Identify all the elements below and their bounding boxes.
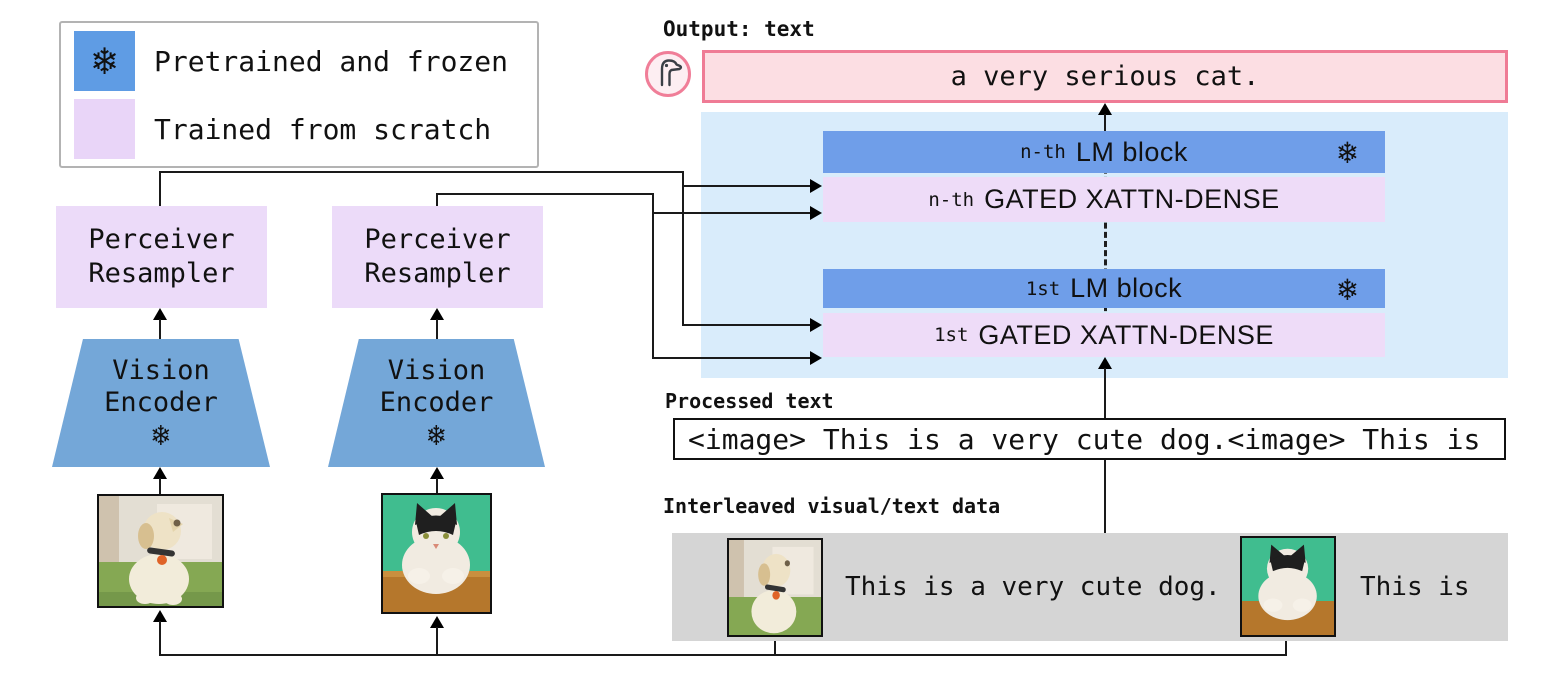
dog-photo [97,494,224,608]
rail-b-branch-bottom [652,357,810,359]
arrowhead-first-xattn-lower [810,351,822,365]
connector-inline-dog-down [774,641,776,655]
cat-photo-inline-art [1242,538,1334,635]
connector-cat-ve2 [436,478,438,493]
output-text: a very serious cat. [950,61,1260,92]
connector-inline-cat-down [1285,641,1287,655]
interleaved-label: Interleaved visual/text data [663,494,1001,518]
connector-dog-photo [159,621,161,655]
processed-text-label: Processed text [665,389,834,413]
vision-encoder-2: Vision Encoder ❄ [328,339,545,467]
interleaved-text-after-dog: This is a very cute dog. [845,572,1221,602]
connector-lm-to-output [1104,114,1106,131]
rail-b-branch-top [652,212,810,214]
first-xattn-prefix: 1st [934,324,969,346]
vision-encoder-label: Vision Encoder [379,355,494,418]
rail-a-up [159,172,161,206]
connector-ve1-pr1 [159,319,161,339]
snowflake-icon: ❄ [1337,269,1357,308]
output-label: Output: text [663,17,815,41]
dog-photo-art [99,496,222,606]
rail-b-vertical [652,193,654,358]
legend-scratch-label: Trained from scratch [154,112,492,146]
arrowhead-nth-xattn-lower [810,206,822,220]
processed-text-content: <image> This is a very cute dog.<image> … [688,422,1481,456]
rail-a-branch-top [682,185,810,187]
vision-encoder-1: Vision Encoder ❄ [52,339,270,467]
arrowhead-into-dog-photo [153,610,167,622]
perceiver-resampler-2: Perceiver Resampler [332,206,543,308]
bottom-routing-line [159,654,1287,656]
arrowhead-ve1-to-pr1 [153,308,167,320]
first-lm-label: LM block [1070,273,1183,303]
processed-text-box: <image> This is a very cute dog.<image> … [673,418,1506,460]
legend-scratch-swatch [74,99,135,159]
nth-xattn-label: GATED XATTN-DENSE [984,184,1280,214]
nth-lm-block: n-th LM block ❄ [823,131,1385,173]
perceiver-resampler-1: Perceiver Resampler [56,206,267,308]
dog-photo-inline-art [729,540,821,635]
rail-b-horizontal [436,193,654,195]
connector-ve2-pr2 [436,319,438,339]
first-xattn-label: GATED XATTN-DENSE [978,319,1274,350]
nth-xattn-prefix: n-th [928,188,975,211]
nth-gated-xattn-dense: n-th GATED XATTN-DENSE [823,177,1385,222]
lm-stack-dashed-connector [1104,131,1107,357]
first-gated-xattn-dense: 1st GATED XATTN-DENSE [823,313,1385,357]
arrowhead-ve2-to-pr2 [430,308,444,320]
arrowhead-to-first-xattn [1098,357,1112,369]
connector-dog-ve1 [159,478,161,494]
nth-lm-label: LM block [1075,136,1188,167]
arrowhead-to-output [1098,103,1112,115]
arrowhead-nth-xattn-upper [810,179,822,193]
rail-a-horizontal [159,171,684,173]
cat-photo-inline [1240,536,1336,637]
arrowhead-into-cat-photo [430,616,444,628]
legend-frozen-swatch: ❄ [74,31,135,91]
snowflake-icon: ❄ [151,418,171,453]
rail-a-vertical [682,171,684,326]
legend: ❄ Pretrained and frozen Trained from scr… [59,21,539,168]
output-text-box: a very serious cat. [702,50,1508,103]
interleaved-text-after-cat: This is [1360,572,1470,602]
snowflake-icon: ❄ [1337,133,1357,171]
rail-b-up [436,194,438,206]
legend-frozen-label: Pretrained and frozen [154,44,509,78]
cat-photo [381,493,492,614]
cat-photo-art [383,495,490,612]
nth-lm-prefix: n-th [1020,141,1066,163]
rail-a-branch-bottom [682,324,810,326]
arrowhead-dog-to-ve1 [153,467,167,479]
arrowhead-cat-to-ve2 [430,467,444,479]
flamingo-icon [644,50,692,98]
snowflake-icon: ❄ [427,418,446,453]
snowflake-icon: ❄ [92,38,117,84]
vision-encoder-label: Vision Encoder [104,355,218,418]
first-lm-block: 1st LM block ❄ [823,269,1385,308]
dog-photo-inline [727,538,823,637]
arrowhead-first-xattn-upper [810,318,822,332]
connector-cat-photo [436,627,438,655]
first-lm-prefix: 1st [1025,277,1061,300]
